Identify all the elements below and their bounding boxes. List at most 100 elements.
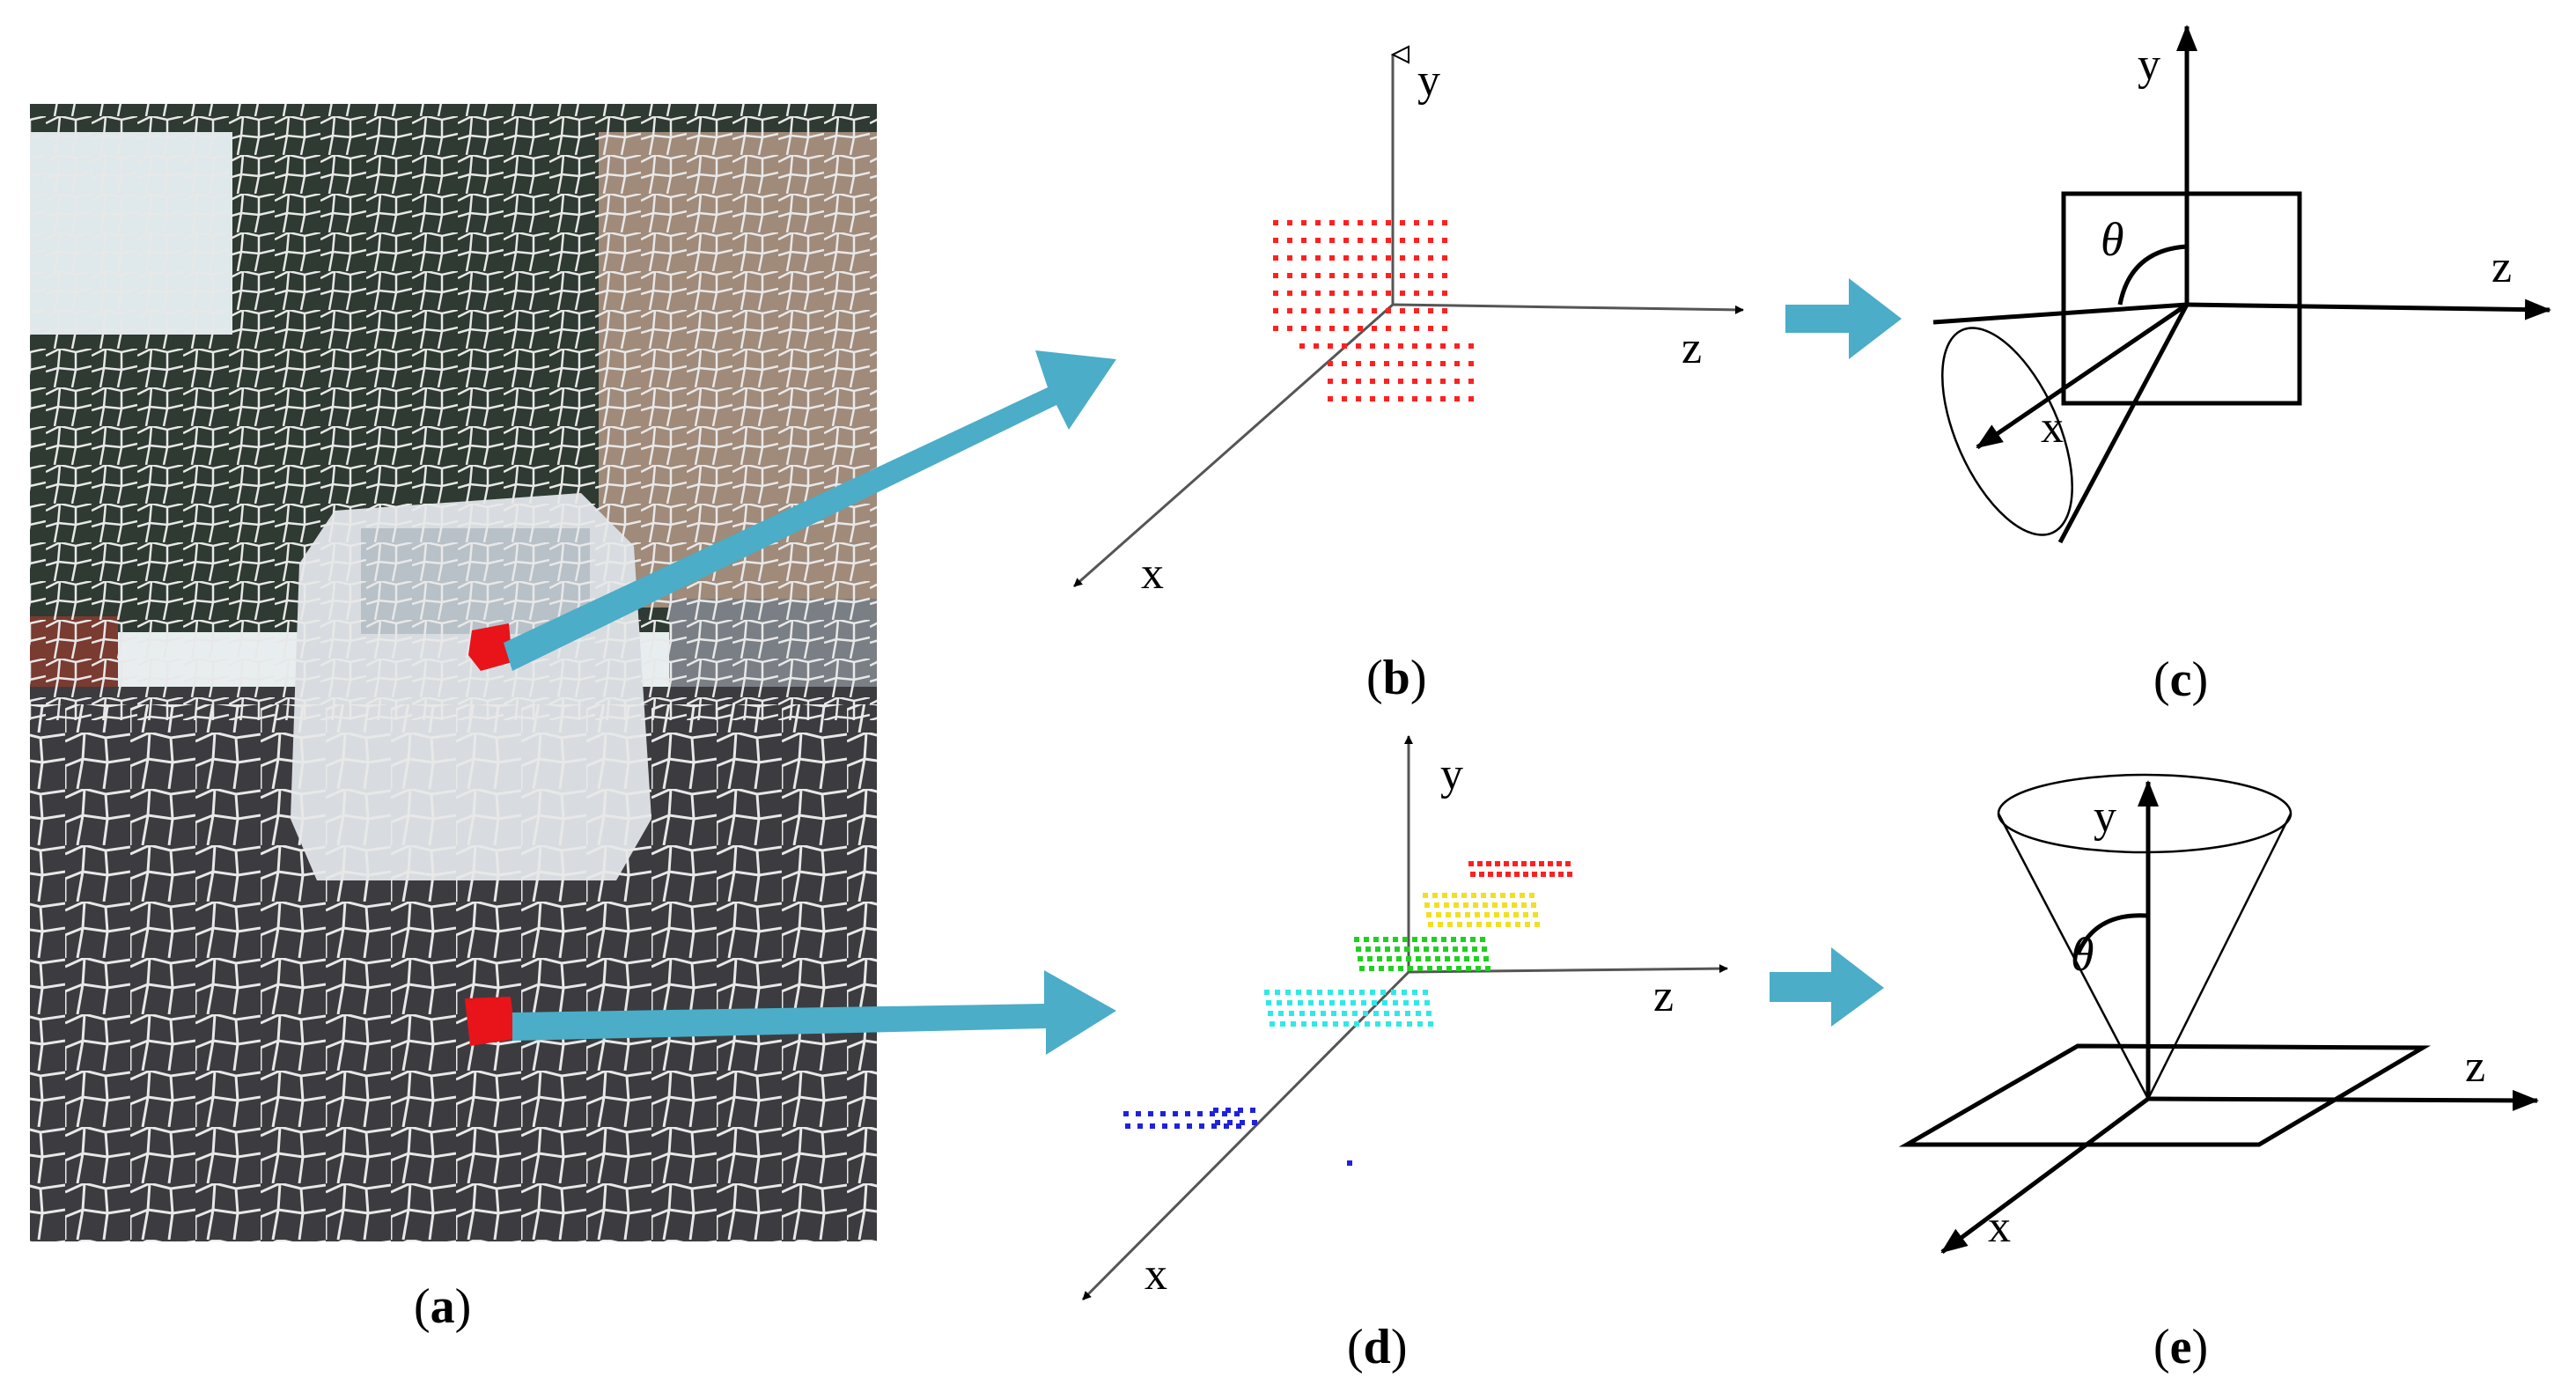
panel-d-axes: y z x bbox=[1081, 735, 1728, 1301]
point-green bbox=[1446, 966, 1452, 971]
e-theta-label: θ bbox=[2071, 928, 2094, 981]
c-x-axis bbox=[1976, 302, 2189, 450]
caption-a: (a) bbox=[414, 1279, 471, 1334]
point-red bbox=[1372, 273, 1377, 278]
point-green bbox=[1373, 937, 1379, 942]
point-red bbox=[1315, 291, 1321, 296]
point-red bbox=[1342, 361, 1347, 366]
b-z-axis bbox=[1392, 303, 1744, 314]
point-red bbox=[1468, 361, 1474, 366]
point-cyan bbox=[1328, 990, 1333, 995]
point-green bbox=[1433, 946, 1439, 952]
arrow-a-to-b bbox=[504, 350, 1116, 671]
point-blue bbox=[1252, 1120, 1257, 1125]
point-cyan bbox=[1393, 1000, 1398, 1005]
point-yellow bbox=[1457, 922, 1462, 927]
point-cyan bbox=[1417, 1021, 1423, 1027]
point-red bbox=[1398, 361, 1403, 366]
point-red bbox=[1372, 308, 1377, 313]
point-cyan bbox=[1275, 990, 1280, 995]
point-yellow bbox=[1490, 893, 1496, 898]
point-red bbox=[1287, 326, 1292, 331]
point-red bbox=[1442, 238, 1447, 243]
point-yellow bbox=[1423, 893, 1428, 898]
e-cone-top bbox=[1997, 773, 2293, 854]
point-red bbox=[1329, 291, 1335, 296]
point-cyan bbox=[1342, 1011, 1347, 1016]
point-green bbox=[1414, 946, 1419, 952]
point-red bbox=[1486, 861, 1491, 866]
point-cyan bbox=[1395, 1011, 1400, 1016]
point-red bbox=[1505, 872, 1511, 877]
point-blue bbox=[1125, 1123, 1130, 1129]
d-z-axis bbox=[1408, 964, 1728, 974]
point-blue bbox=[1215, 1120, 1220, 1125]
point-yellow bbox=[1471, 893, 1476, 898]
point-cyan bbox=[1296, 990, 1301, 995]
point-red bbox=[1468, 396, 1474, 401]
point-green bbox=[1443, 946, 1448, 952]
point-red bbox=[1400, 326, 1405, 331]
point-red bbox=[1343, 220, 1349, 225]
point-red bbox=[1477, 861, 1483, 866]
point-blue bbox=[1234, 1111, 1240, 1116]
point-red bbox=[1440, 361, 1446, 366]
point-green bbox=[1470, 937, 1476, 942]
point-blue bbox=[1227, 1120, 1233, 1125]
e-x-label: x bbox=[1988, 1202, 2011, 1252]
point-yellow bbox=[1432, 893, 1438, 898]
point-green bbox=[1402, 937, 1408, 942]
point-red bbox=[1530, 861, 1535, 866]
point-red bbox=[1315, 326, 1321, 331]
d-x-label: x bbox=[1144, 1249, 1167, 1300]
point-cyan bbox=[1386, 1021, 1391, 1027]
point-blue bbox=[1225, 1108, 1231, 1113]
point-red bbox=[1414, 308, 1419, 313]
point-green bbox=[1464, 956, 1469, 961]
point-green bbox=[1365, 946, 1371, 952]
point-yellow bbox=[1476, 922, 1482, 927]
point-yellow bbox=[1483, 902, 1488, 908]
point-red bbox=[1287, 291, 1292, 296]
point-red bbox=[1301, 255, 1306, 261]
point-red bbox=[1412, 379, 1417, 384]
point-cyan bbox=[1343, 1021, 1349, 1027]
point-blue bbox=[1199, 1123, 1204, 1129]
point-red bbox=[1414, 326, 1419, 331]
point-red bbox=[1356, 379, 1361, 384]
point-red bbox=[1400, 308, 1405, 313]
point-cyan bbox=[1321, 1011, 1326, 1016]
point-green bbox=[1417, 966, 1423, 971]
point-red bbox=[1539, 861, 1544, 866]
caption-d: (d) bbox=[1347, 1320, 1407, 1374]
point-cyan bbox=[1278, 1011, 1284, 1016]
point-red bbox=[1329, 326, 1335, 331]
point-cyan bbox=[1412, 990, 1417, 995]
e-z-label: z bbox=[2465, 1042, 2485, 1092]
point-green bbox=[1462, 946, 1468, 952]
point-red bbox=[1384, 343, 1389, 349]
point-red bbox=[1454, 396, 1460, 401]
point-cyan bbox=[1310, 1011, 1315, 1016]
point-red bbox=[1386, 220, 1391, 225]
point-yellow bbox=[1463, 902, 1468, 908]
point-red bbox=[1414, 291, 1419, 296]
point-green bbox=[1398, 966, 1403, 971]
point-red bbox=[1398, 396, 1403, 401]
point-red bbox=[1287, 255, 1292, 261]
point-yellow bbox=[1447, 922, 1453, 927]
point-red bbox=[1504, 861, 1509, 866]
point-cyan bbox=[1372, 1000, 1377, 1005]
arrow-d-to-e bbox=[1770, 947, 1884, 1027]
point-blue bbox=[1211, 1123, 1217, 1129]
point-yellow bbox=[1529, 893, 1535, 898]
point-green bbox=[1432, 937, 1437, 942]
point-cyan bbox=[1298, 1000, 1303, 1005]
point-yellow bbox=[1452, 893, 1457, 898]
point-blue bbox=[1197, 1111, 1203, 1116]
point-red bbox=[1273, 273, 1278, 278]
point-yellow bbox=[1535, 922, 1540, 927]
point-red bbox=[1358, 291, 1363, 296]
point-red bbox=[1370, 379, 1375, 384]
